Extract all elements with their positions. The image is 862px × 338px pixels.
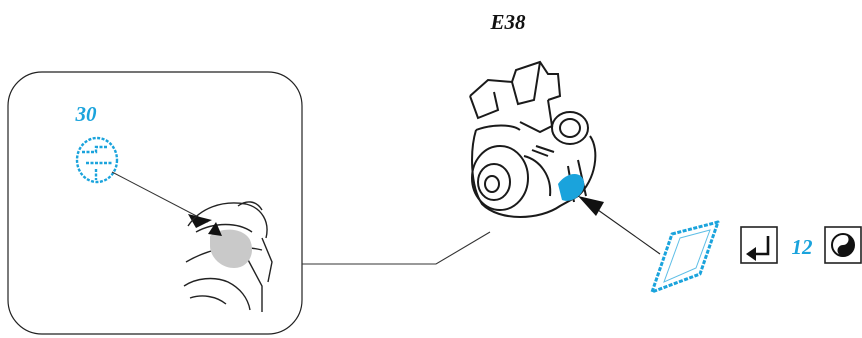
callout-number-30: 30 xyxy=(75,102,98,126)
pointer-arrow-30 xyxy=(188,214,212,228)
replace-arrow-icon xyxy=(740,226,778,264)
inset-connector-line xyxy=(302,231,491,265)
seal-highlight xyxy=(558,173,585,201)
pointer-arrow-12 xyxy=(578,196,604,216)
gasket-seat-area xyxy=(210,229,253,268)
seat-dark-edge xyxy=(208,222,222,236)
callout-number-12: 12 xyxy=(792,235,814,259)
yin-yang-lubricate-icon xyxy=(824,226,862,264)
leader-line-12 xyxy=(597,209,661,255)
component-illustration xyxy=(469,60,597,218)
leader-line-30 xyxy=(111,171,209,223)
detail-inset-panel: 30 xyxy=(7,71,303,335)
gasket-plate-icon xyxy=(650,220,720,294)
diagram-title: E38 xyxy=(489,10,526,34)
gasket-ring-icon xyxy=(75,136,119,184)
